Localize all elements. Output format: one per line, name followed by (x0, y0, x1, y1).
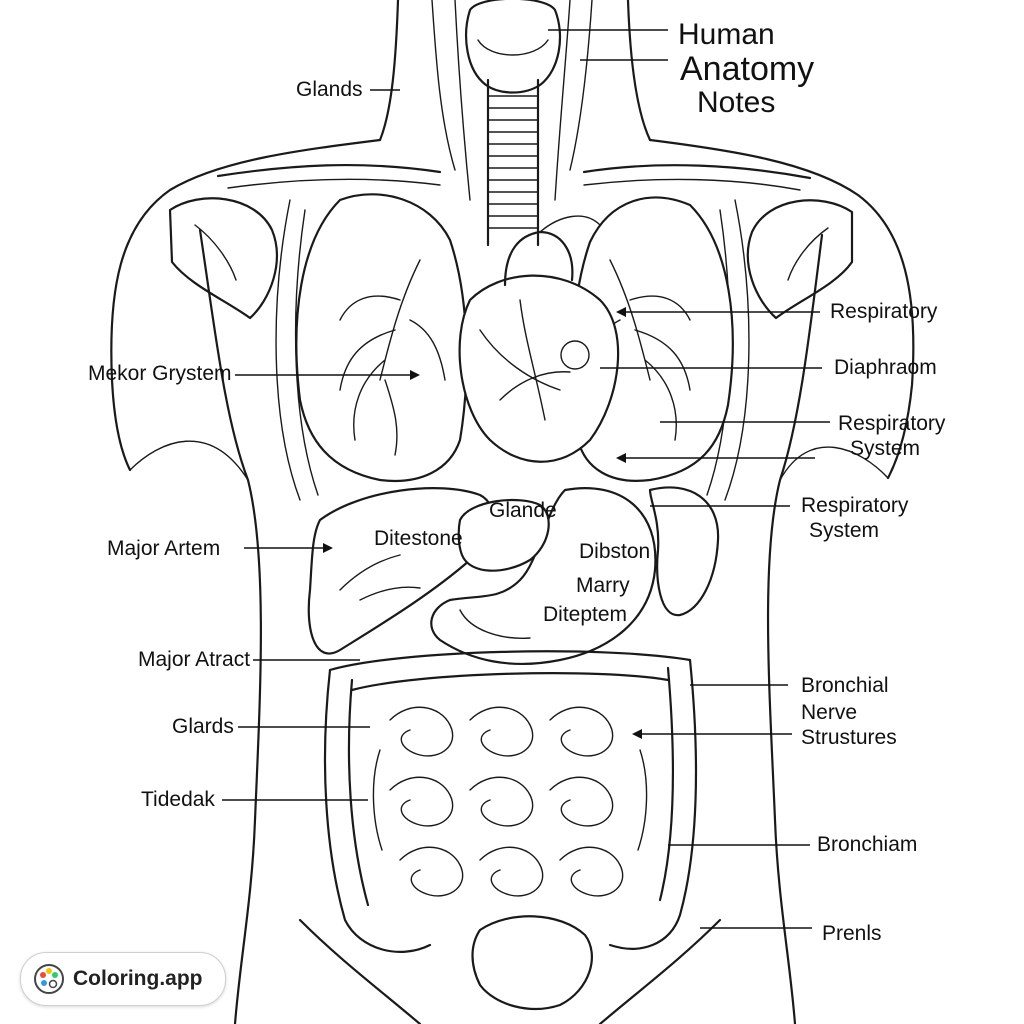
arrow-respiratory-system-1 (616, 453, 626, 463)
pelvis (298, 915, 722, 1024)
arrow-mekor-grystem (410, 370, 420, 380)
title-line-3: Notes (697, 86, 775, 119)
label-major-artem: Major Artem (107, 537, 220, 560)
label-major-atract: Major Atract (138, 648, 250, 671)
arrow-respiratory-1 (616, 307, 626, 317)
arrow-major-artem (323, 543, 333, 553)
coloring-app-badge: Coloring.app (20, 952, 226, 1006)
heart (458, 215, 620, 463)
label-respiratory-system-2a: Respiratory (801, 494, 909, 517)
arrow-strustures (632, 729, 642, 739)
label-tidedak: Tidedak (141, 788, 215, 811)
label-bronchial: Bronchial (801, 674, 889, 697)
label-nerve: Nerve (801, 701, 857, 724)
label-ditestone: Ditestone (374, 527, 463, 550)
watermark-text: Coloring.app (73, 967, 203, 990)
large-intestine (323, 650, 698, 953)
stomach (430, 487, 657, 666)
title-line-1: Human (678, 18, 775, 51)
label-dibston: Dibston (579, 540, 650, 563)
label-respiratory-system-1b: System (850, 437, 920, 460)
label-marry: Marry (576, 574, 630, 597)
label-strustures: Strustures (801, 726, 897, 749)
liver (307, 487, 495, 655)
label-respiratory-system-1a: Respiratory (838, 412, 946, 435)
spleen (648, 486, 720, 617)
label-respiratory-1: Respiratory (830, 300, 938, 323)
label-diteptem: Diteptem (543, 603, 627, 626)
right-lung (571, 196, 734, 482)
small-intestine (372, 706, 648, 897)
label-bronchiam: Bronchiam (817, 833, 917, 856)
label-glands-top: Glands (296, 78, 363, 101)
label-prenls: Prenls (822, 922, 882, 945)
label-diaphraom: Diaphraom (834, 356, 937, 379)
title-block: Human Anatomy Notes (678, 18, 814, 119)
title-line-2: Anatomy (680, 50, 814, 88)
label-glards: Glards (172, 715, 234, 738)
left-lung (295, 193, 468, 482)
gallbladder (457, 498, 550, 572)
palette-icon (34, 964, 64, 994)
label-respiratory-system-2b: System (809, 519, 879, 542)
label-mekor-grystem: Mekor Grystem (88, 362, 232, 385)
label-glande: Glande (489, 499, 557, 522)
